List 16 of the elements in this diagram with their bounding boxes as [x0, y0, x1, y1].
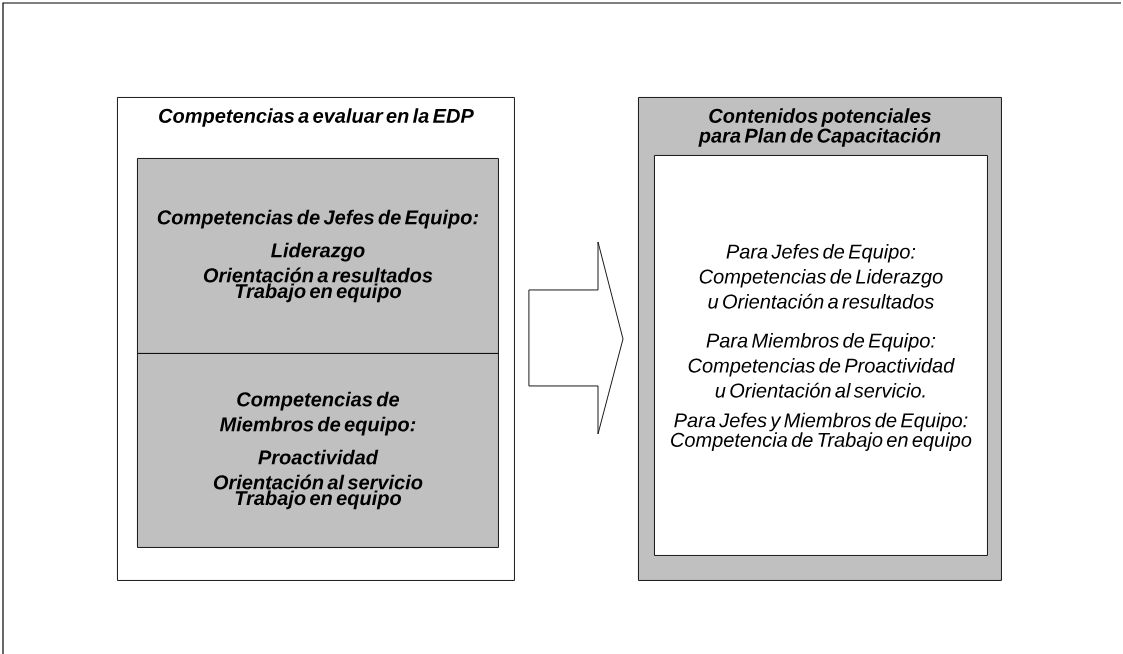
box — [137, 158, 499, 354]
heading-text: Contenidos potenciales para Plan de Capacitación — [698, 108, 941, 147]
heading-text: Competencias a evaluar en la EDP — [159, 108, 474, 127]
list-item: Orientación al servicio — [213, 474, 423, 490]
box — [137, 353, 499, 548]
heading-text: Competencias de Miembros de equipo: — [219, 391, 416, 436]
heading-text: Competencias de Jefes de Equipo: — [157, 209, 479, 229]
paragraph-text: Para Jefes de Equipo: Competencias de Liderazgo u Orientación a resultados — [699, 243, 943, 309]
list-item: Orientación a resultados — [203, 267, 433, 283]
paragraph-text: Para Jefes y Miembros de Equipo: Competencia de Trabajo en equipo — [671, 412, 972, 451]
list-item: Trabajo en equipo — [235, 283, 402, 303]
list-item: Liderazgo — [271, 242, 365, 262]
paragraph-text: Para Miembros de Equipo: Competencias de Proactividad u Orientación al servicio. — [688, 332, 955, 398]
list-item: Proactividad — [258, 449, 379, 465]
box — [654, 155, 988, 556]
list-item: Trabajo en equipo — [235, 490, 402, 510]
